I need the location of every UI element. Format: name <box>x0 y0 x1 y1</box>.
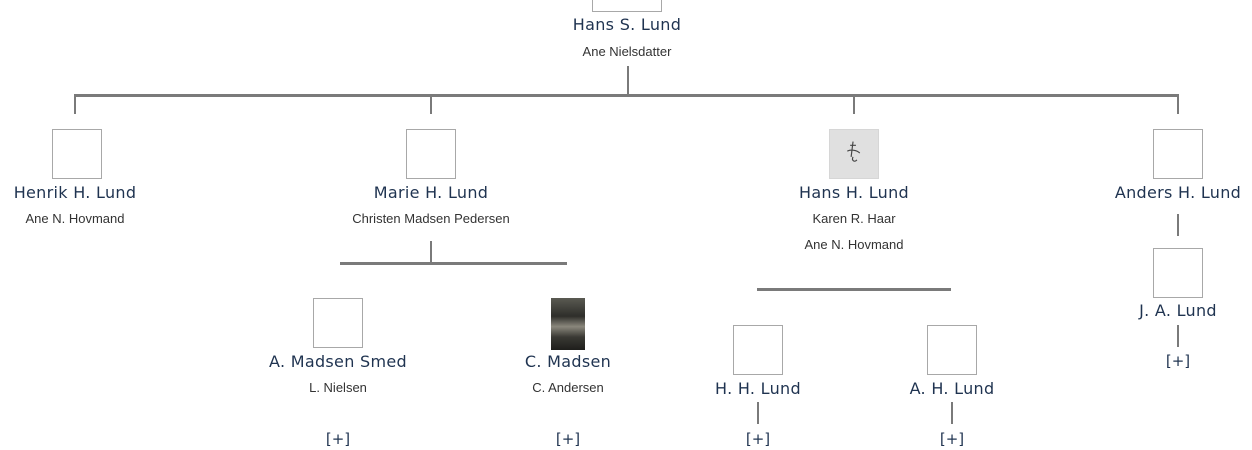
anders-down-line <box>1177 214 1179 236</box>
child-spouse-hans-h-1: Karen R. Haar <box>812 211 896 226</box>
child-photo-henrik[interactable] <box>52 129 102 179</box>
grandchild-photo-a-madsen-smed[interactable] <box>313 298 363 348</box>
child-drop-line-1 <box>74 94 76 114</box>
h-h-lund-down-line <box>757 402 759 424</box>
expand-link-h-h-lund[interactable]: [+] <box>745 430 771 448</box>
children-bar-line <box>74 94 1179 97</box>
root-down-line <box>627 66 629 95</box>
child-name-anders[interactable]: Anders H. Lund <box>1114 183 1242 202</box>
child-spouse-henrik: Ane N. Hovmand <box>25 211 125 226</box>
grandchild-name-c-madsen[interactable]: C. Madsen <box>524 352 612 371</box>
child-name-marie[interactable]: Marie H. Lund <box>373 183 489 202</box>
j-a-lund-down-line <box>1177 325 1179 347</box>
grandchild-name-j-a-lund[interactable]: J. A. Lund <box>1139 301 1217 320</box>
a-h-lund-down-line <box>951 402 953 424</box>
signature-glyph-icon <box>847 141 861 162</box>
expand-link-a-madsen-smed[interactable]: [+] <box>325 430 351 448</box>
child-drop-line-3 <box>853 94 855 114</box>
root-photo-frame <box>592 0 662 12</box>
child-spouse-hans-h-2: Ane N. Hovmand <box>804 237 904 252</box>
child-photo-anders[interactable] <box>1153 129 1203 179</box>
root-spouse-name: Ane Nielsdatter <box>582 44 672 59</box>
grandchild-name-h-h-lund[interactable]: H. H. Lund <box>715 379 801 398</box>
grandchild-photo-j-a-lund[interactable] <box>1153 248 1203 298</box>
root-person-name[interactable]: Hans S. Lund <box>572 15 682 34</box>
child-photo-marie[interactable] <box>406 129 456 179</box>
child-name-hans-h[interactable]: Hans H. Lund <box>799 183 909 202</box>
child-drop-line-2 <box>430 94 432 114</box>
grandchild-photo-h-h-lund[interactable] <box>733 325 783 375</box>
grandchild-spouse-a-madsen-smed: L. Nielsen <box>309 380 367 395</box>
grandchild-name-a-madsen-smed[interactable]: A. Madsen Smed <box>269 352 407 371</box>
hans-h-children-bar <box>757 288 951 291</box>
grandchild-photo-c-madsen[interactable] <box>551 298 585 350</box>
child-drop-line-4 <box>1177 94 1179 114</box>
grandchild-name-a-h-lund[interactable]: A. H. Lund <box>909 379 995 398</box>
marie-down-line <box>430 241 432 263</box>
grandchild-photo-a-h-lund[interactable] <box>927 325 977 375</box>
child-name-henrik[interactable]: Henrik H. Lund <box>13 183 137 202</box>
grandchild-spouse-c-madsen: C. Andersen <box>532 380 604 395</box>
expand-link-a-h-lund[interactable]: [+] <box>939 430 965 448</box>
marie-children-bar <box>340 262 567 265</box>
child-spouse-marie: Christen Madsen Pedersen <box>352 211 510 226</box>
child-photo-hans-h[interactable] <box>829 129 879 179</box>
expand-link-j-a-lund[interactable]: [+] <box>1165 352 1191 370</box>
expand-link-c-madsen[interactable]: [+] <box>555 430 581 448</box>
